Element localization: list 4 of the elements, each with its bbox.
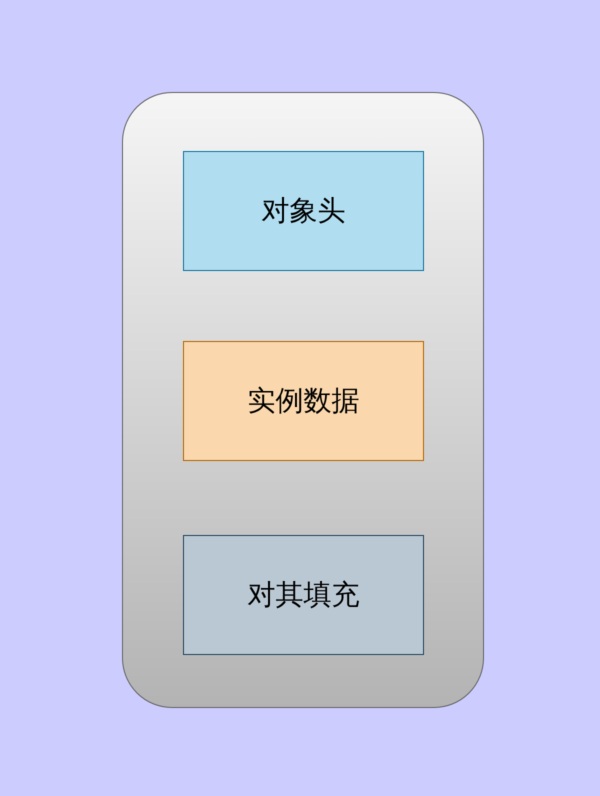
rounded-container xyxy=(122,92,484,708)
text-box: 实例数据 xyxy=(183,341,424,461)
text-box: 对象头 xyxy=(183,151,424,271)
text-box: 对其填充 xyxy=(183,535,424,655)
